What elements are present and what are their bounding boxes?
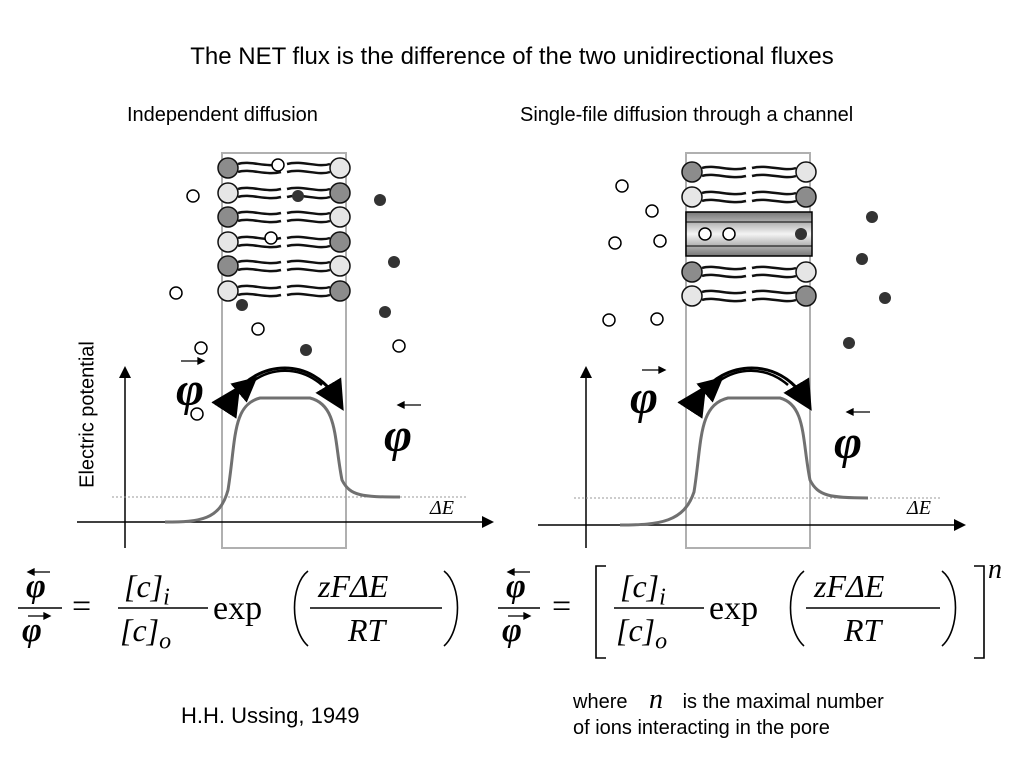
eq-left-equals: =: [72, 588, 92, 625]
ion-channel: [685, 211, 813, 257]
eq-right-frac-den: RT: [844, 612, 882, 648]
right-arrow-top: [677, 366, 812, 419]
left-equation-lines: [18, 570, 459, 647]
eq-right-num-phi: φ: [506, 568, 526, 605]
left-axes: [77, 366, 494, 548]
citation: H.H. Ussing, 1949: [181, 703, 360, 728]
right-equation-lines: [498, 565, 985, 659]
note-line-2: of ions interacting in the pore: [573, 717, 830, 739]
right-phi-backward: φ: [834, 416, 863, 469]
left-membrane-region: [221, 152, 347, 549]
eq-left-frac-num: zFΔE: [318, 568, 389, 604]
eq-right-power: n: [988, 554, 1002, 585]
note-line-1: where n is the maximal number: [573, 684, 884, 716]
eq-left-ci: [c]i: [124, 568, 170, 611]
eq-right-ci: [c]i: [620, 568, 666, 611]
right-filled-ions: [843, 211, 891, 349]
right-panel-heading: Single-file diffusion through a channel: [520, 104, 854, 126]
left-panel-heading: Independent diffusion: [127, 104, 318, 126]
eq-right-den-phi: φ: [502, 612, 522, 649]
note-suffix: is the maximal number: [682, 691, 884, 713]
right-arrow-inner: [696, 369, 789, 403]
note-prefix: where: [573, 691, 628, 713]
right-open-ions: [602, 179, 667, 327]
right-lipid-bilayer: [681, 161, 817, 307]
left-phi-backward: φ: [384, 409, 413, 462]
eq-left-co: [c]o: [120, 612, 172, 655]
y-axis-label: Electric potential: [76, 341, 99, 488]
left-lipid-bilayer: [217, 157, 351, 302]
eq-right-equals: =: [552, 588, 572, 625]
phi-overarrows: [26, 356, 870, 621]
eq-left-den-phi: φ: [22, 612, 42, 649]
left-filled-ions: [236, 190, 400, 356]
left-x-axis-label: ΔE: [430, 497, 454, 519]
eq-left-num-phi: φ: [26, 568, 46, 605]
slide-title: The NET flux is the difference of the tw…: [190, 43, 834, 70]
right-x-axis-label: ΔE: [907, 497, 931, 519]
eq-left-exp: exp: [213, 590, 263, 627]
right-phi-forward: φ: [630, 371, 659, 424]
left-phi-forward: φ: [176, 363, 205, 416]
right-axes: [538, 366, 966, 548]
eq-right-co: [c]o: [616, 612, 668, 655]
eq-right-exp: exp: [709, 590, 759, 627]
note-var: n: [649, 684, 664, 715]
left-open-ions: [169, 158, 406, 421]
eq-left-frac-den: RT: [348, 612, 386, 648]
left-arrow-inner: [230, 369, 323, 403]
right-membrane-region: [685, 152, 811, 549]
eq-right-frac-num: zFΔE: [814, 568, 885, 604]
